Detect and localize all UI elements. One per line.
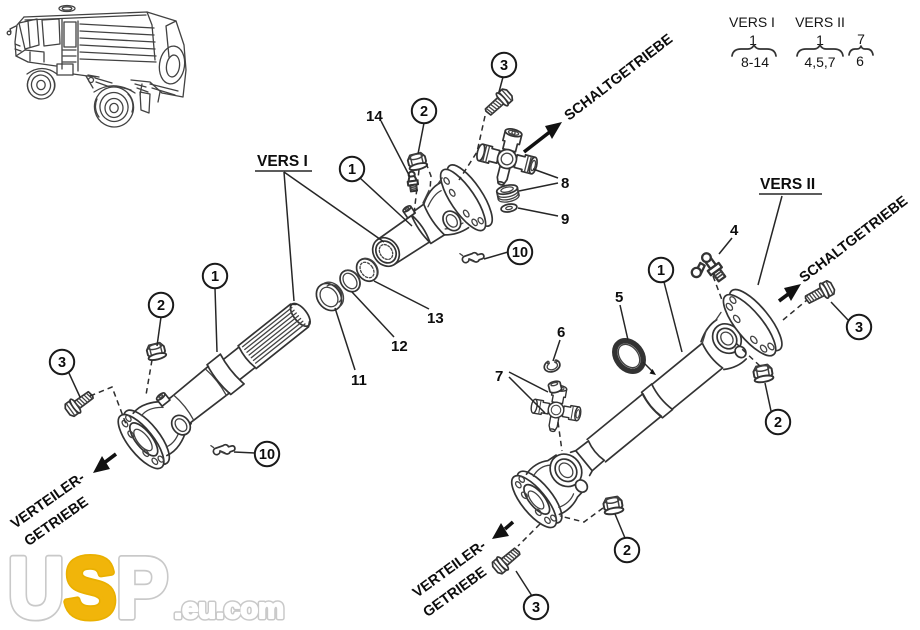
svg-text:1: 1: [749, 32, 757, 48]
svg-text:2: 2: [623, 543, 631, 559]
svg-text:1: 1: [348, 162, 356, 178]
svg-text:5: 5: [615, 289, 623, 306]
svg-text:8-14: 8-14: [741, 54, 769, 70]
svg-text:9: 9: [561, 211, 569, 228]
svg-text:11: 11: [351, 372, 367, 389]
svg-text:3: 3: [500, 58, 508, 74]
svg-text:VERS II: VERS II: [795, 14, 845, 30]
svg-text:2: 2: [420, 104, 428, 120]
svg-text:12: 12: [391, 338, 408, 355]
svg-text:14: 14: [366, 108, 383, 125]
svg-text:8: 8: [561, 175, 569, 192]
svg-text:1: 1: [211, 269, 219, 285]
svg-text:7: 7: [857, 31, 865, 47]
svg-text:2: 2: [774, 415, 782, 431]
svg-text:2: 2: [157, 298, 165, 314]
svg-text:USP: USP: [8, 541, 168, 630]
svg-text:1: 1: [816, 32, 824, 48]
svg-text:10: 10: [512, 245, 528, 261]
svg-text:3: 3: [855, 320, 863, 336]
svg-text:6: 6: [557, 324, 565, 341]
svg-text:1: 1: [657, 263, 665, 279]
svg-text:3: 3: [532, 600, 540, 616]
svg-text:4,5,7: 4,5,7: [804, 54, 835, 70]
svg-text:.eu.com: .eu.com: [174, 593, 284, 625]
svg-text:USP: USP: [8, 541, 168, 630]
svg-text:3: 3: [58, 355, 66, 371]
svg-text:VERS II: VERS II: [760, 176, 815, 193]
svg-text:10: 10: [259, 447, 275, 463]
svg-text:13: 13: [427, 310, 444, 327]
svg-text:.eu.com: .eu.com: [174, 593, 284, 625]
svg-text:4: 4: [730, 222, 739, 239]
svg-text:7: 7: [495, 368, 503, 385]
svg-text:6: 6: [856, 53, 864, 69]
svg-text:VERS I: VERS I: [729, 14, 775, 30]
svg-text:VERS I: VERS I: [257, 153, 308, 170]
